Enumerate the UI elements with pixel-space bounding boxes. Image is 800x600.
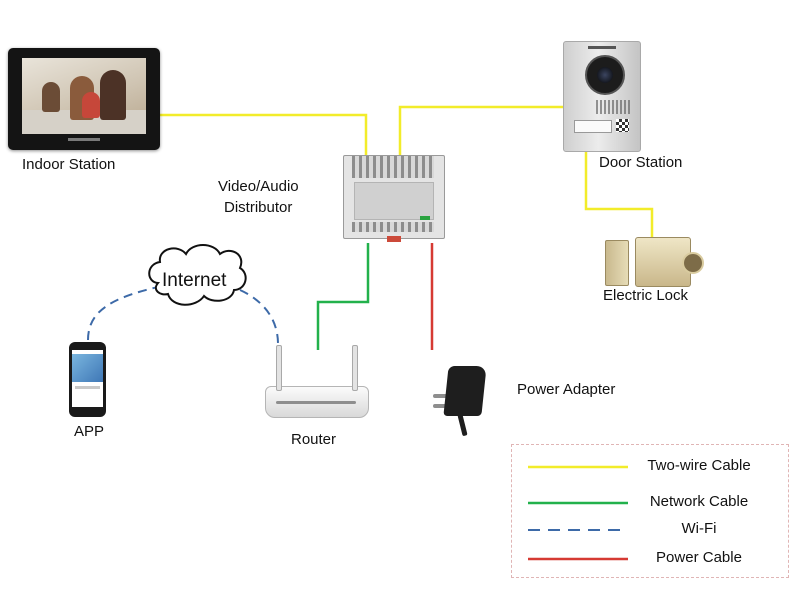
electric-lock-label: Electric Lock bbox=[603, 287, 689, 304]
app-phone-icon bbox=[69, 342, 106, 417]
wifi-link-router bbox=[239, 289, 279, 345]
router-icon bbox=[265, 345, 369, 418]
legend-label: Network Cable bbox=[649, 493, 749, 510]
indoor-station-icon bbox=[8, 48, 160, 150]
router-label: Router bbox=[291, 431, 337, 448]
legend-item-network: Network Cable bbox=[512, 491, 788, 513]
power-adapter-icon bbox=[416, 358, 498, 438]
legend-label: Power Cable bbox=[656, 549, 742, 566]
door-station-icon bbox=[563, 41, 641, 152]
legend-item-power: Power Cable bbox=[512, 547, 788, 569]
legend-label: Wi-Fi bbox=[681, 520, 717, 537]
legend-label: Two-wire Cable bbox=[647, 457, 751, 474]
network-cable bbox=[316, 243, 370, 350]
electric-lock-icon bbox=[605, 237, 704, 287]
internet-label: Internet bbox=[162, 270, 227, 291]
power-adapter-label: Power Adapter bbox=[517, 381, 616, 398]
legend-item-two-wire: Two-wire Cable bbox=[512, 455, 788, 477]
internet-cloud-icon bbox=[148, 244, 247, 306]
door-station-label: Door Station bbox=[599, 154, 683, 171]
distributor-label-line1: Video/Audio bbox=[218, 178, 299, 195]
two-wire-cable-indoor bbox=[160, 113, 368, 156]
distributor-label-line2: Distributor bbox=[224, 199, 293, 216]
legend-item-wifi: Wi-Fi bbox=[512, 518, 788, 540]
indoor-station-label: Indoor Station bbox=[22, 156, 116, 173]
two-wire-cable-door bbox=[398, 105, 563, 156]
video-audio-distributor-icon bbox=[343, 155, 445, 242]
indoor-station-screen bbox=[22, 58, 146, 134]
two-wire-cable-lock bbox=[584, 151, 654, 240]
door-station-call-button bbox=[574, 120, 612, 133]
app-label: APP bbox=[74, 423, 105, 440]
wifi-link-app bbox=[87, 286, 159, 341]
legend: Two-wire Cable Network Cable Wi-Fi Power… bbox=[511, 444, 789, 578]
